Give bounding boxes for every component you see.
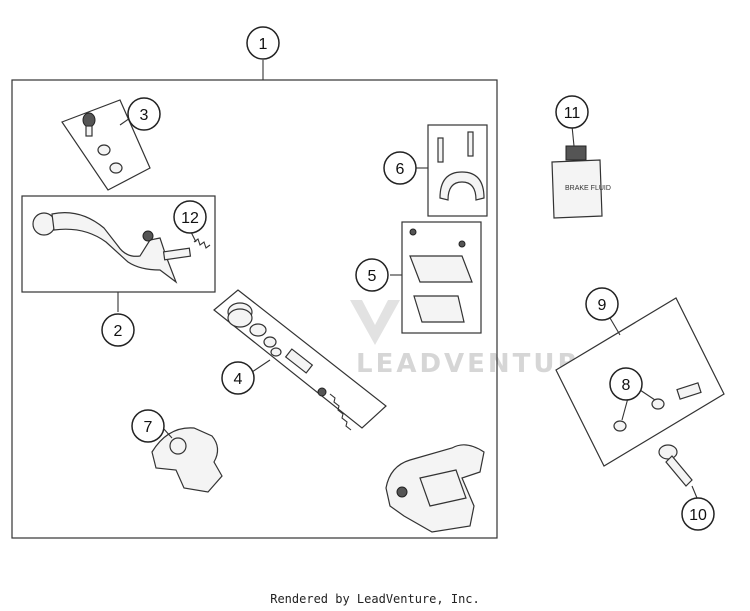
- callout-2: 2: [101, 313, 135, 347]
- footer-credit: Rendered by LeadVenture, Inc.: [270, 592, 480, 606]
- master-cylinder-reservoir: [419, 469, 467, 507]
- piston-spring: [329, 393, 352, 431]
- banjo-eye: [658, 444, 678, 460]
- part-3-washer: [97, 144, 111, 156]
- callout-circle: [173, 200, 207, 234]
- banjo-bolt: [676, 382, 702, 400]
- piston-cup: [317, 387, 327, 397]
- callout-9: 9: [585, 287, 619, 321]
- oring-8b: [651, 398, 665, 410]
- callout-circle: [609, 367, 643, 401]
- leader-line-10: [691, 485, 698, 499]
- callout-circle: [221, 361, 255, 395]
- oring-4c: [270, 347, 282, 357]
- master-cylinder-bore: [396, 486, 408, 498]
- callout-label: 7: [144, 419, 153, 436]
- callout-7: 7: [131, 409, 165, 443]
- master-cylinder-small: [151, 427, 223, 493]
- leader-line-7: [162, 427, 173, 439]
- callout-label: 3: [140, 107, 149, 124]
- bottle-cap: [565, 145, 587, 161]
- assembly-box: [11, 79, 498, 539]
- lever-pivot: [142, 230, 154, 242]
- callout-label: 11: [564, 105, 581, 122]
- callout-6: 6: [383, 151, 417, 185]
- lever-adjuster: [162, 247, 192, 261]
- cover-diaphragm: [413, 295, 465, 323]
- part-4-group: [213, 289, 387, 431]
- callout-5: 5: [355, 258, 389, 292]
- clamp-bolt-2: [467, 131, 474, 157]
- callout-3: 3: [127, 97, 161, 131]
- oring-8a: [613, 420, 627, 432]
- part-6-box: [427, 124, 488, 217]
- clamp-bolt-1: [437, 137, 444, 163]
- leader-line-8a: [621, 397, 629, 421]
- cylinder-bore: [169, 437, 187, 455]
- reservoir-cover: [409, 255, 473, 283]
- part-3-bolt-shank: [85, 125, 93, 137]
- piston: [284, 348, 314, 374]
- part-3-group: [61, 99, 151, 191]
- callout-circle: [127, 97, 161, 131]
- callout-10: 10: [681, 497, 715, 531]
- part-3-nut: [109, 162, 123, 174]
- part-7-group: [151, 427, 223, 493]
- callout-circle: [101, 313, 135, 347]
- bottle-body: [551, 159, 603, 219]
- banjo-stem: [665, 455, 693, 487]
- callout-circle: [681, 497, 715, 531]
- part-6-group: [416, 124, 488, 217]
- leader-line-11: [571, 125, 575, 147]
- leader-line-8b: [639, 389, 656, 401]
- spring-12: [193, 238, 211, 249]
- part-2-group: [21, 195, 216, 312]
- cover-screw-1: [409, 228, 417, 236]
- callout-label: 9: [598, 297, 607, 314]
- piston-seal-2: [227, 308, 253, 328]
- part-3-bolt-head: [82, 112, 96, 128]
- callout-label: 4: [234, 371, 243, 388]
- part-10-group: [658, 444, 698, 499]
- bottle-label: BRAKE FLUID: [565, 185, 611, 192]
- callout-circle: [355, 258, 389, 292]
- callout-label: 10: [689, 507, 707, 524]
- leader-line-9: [609, 317, 621, 336]
- callout-label: 12: [181, 210, 199, 227]
- callout-11: 11: [555, 95, 589, 129]
- part-11-group: BRAKE FLUID: [551, 125, 611, 219]
- clamp: [439, 171, 485, 201]
- callout-1: 1: [246, 26, 280, 60]
- watermark-logo-icon: [350, 300, 400, 345]
- callout-circle: [585, 287, 619, 321]
- callout-label: 6: [396, 161, 405, 178]
- callout-circle: [383, 151, 417, 185]
- part-5-group: [390, 221, 482, 334]
- callout-8: 8: [609, 367, 643, 401]
- callout-label: 5: [368, 268, 377, 285]
- oring-4a: [249, 323, 267, 337]
- leader-line-4: [251, 359, 271, 373]
- master-cylinder-group: [385, 444, 485, 533]
- callout-4: 4: [221, 361, 255, 395]
- callout-label: 2: [114, 323, 123, 340]
- callout-12: 12: [173, 200, 207, 234]
- callout-circle: [131, 409, 165, 443]
- callout-circle: [555, 95, 589, 129]
- callout-circle: [246, 26, 280, 60]
- callout-label: 1: [259, 36, 268, 53]
- cover-screw-2: [458, 240, 466, 248]
- oring-4b: [263, 336, 277, 348]
- callout-label: 8: [622, 377, 631, 394]
